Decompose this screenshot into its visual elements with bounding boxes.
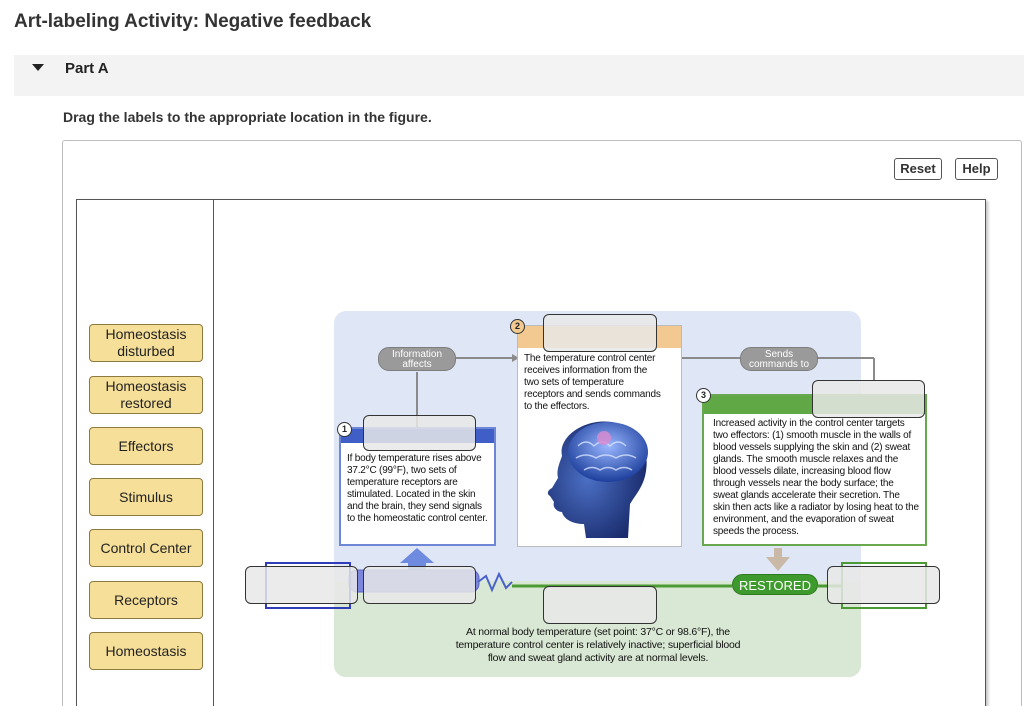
drop-zone-homeostasis[interactable] bbox=[543, 586, 657, 624]
human-head-brain-icon bbox=[547, 421, 648, 538]
page-title: Art-labeling Activity: Negative feedback bbox=[14, 11, 372, 32]
step-number-2: 2 bbox=[510, 319, 525, 334]
label-bank bbox=[76, 199, 214, 706]
step-number-3: 3 bbox=[696, 388, 711, 403]
drop-zone-effectors[interactable] bbox=[812, 380, 925, 418]
pill-information-affects: Information affects bbox=[378, 347, 456, 371]
instruction-text: Drag the labels to the appropriate locat… bbox=[63, 109, 432, 125]
label-homeostasis-disturbed[interactable]: Homeostasis disturbed bbox=[89, 324, 203, 362]
label-stimulus[interactable]: Stimulus bbox=[89, 478, 203, 516]
drop-zone-homeostasis-disturbed[interactable] bbox=[245, 566, 358, 604]
label-receptors[interactable]: Receptors bbox=[89, 581, 203, 619]
part-header[interactable]: Part A bbox=[14, 55, 1024, 96]
card-control-text: The temperature control center receives … bbox=[524, 353, 661, 412]
part-label: Part A bbox=[65, 60, 109, 77]
drop-zone-receptors[interactable] bbox=[363, 415, 476, 451]
drop-zone-homeostasis-restored[interactable] bbox=[827, 566, 940, 604]
drop-zone-control-center[interactable] bbox=[543, 314, 657, 352]
reset-button[interactable]: Reset bbox=[894, 158, 942, 180]
label-homeostasis[interactable]: Homeostasis bbox=[89, 632, 203, 670]
pill-sends-commands-to: Sends commands to bbox=[740, 347, 818, 371]
help-button[interactable]: Help bbox=[955, 158, 998, 180]
step-number-1: 1 bbox=[337, 422, 352, 437]
card-effectors-text: Increased activity in the control center… bbox=[713, 418, 919, 537]
label-effectors[interactable]: Effectors bbox=[89, 427, 203, 465]
bottom-description: At normal body temperature (set point: 3… bbox=[455, 626, 741, 664]
label-homeostasis-restored[interactable]: Homeostasis restored bbox=[89, 376, 203, 414]
card-receptors-text: If body temperature rises above 37.2°C (… bbox=[347, 453, 488, 524]
collapse-caret-icon[interactable] bbox=[32, 64, 44, 71]
drop-zone-stimulus[interactable] bbox=[363, 566, 476, 604]
label-control-center[interactable]: Control Center bbox=[89, 529, 203, 567]
restored-badge: RESTORED bbox=[732, 574, 818, 595]
